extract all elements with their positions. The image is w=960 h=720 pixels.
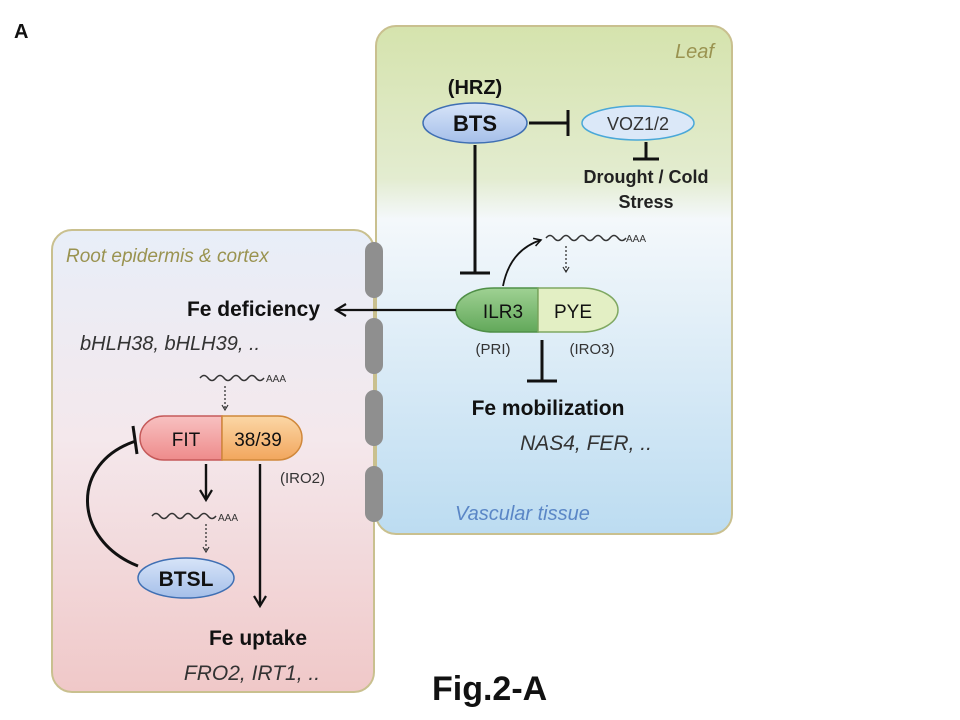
leaf-mrna-wave [545, 234, 627, 242]
btsl-inhibits-fit-loop [86, 439, 139, 568]
stress-label-line2: Stress [618, 192, 673, 212]
figure-caption: Fig.2-A [432, 670, 548, 708]
fit-node [139, 415, 223, 461]
fit-label: FIT [172, 430, 201, 451]
leaf-title: Leaf [675, 41, 716, 63]
root-panel [51, 229, 375, 693]
voz-node [581, 105, 695, 141]
root-mrna-tail-1: AAA [266, 374, 286, 385]
pye-node [537, 287, 619, 333]
root-title: Root epidermis & cortex [66, 246, 270, 267]
bhlh3839-node [221, 415, 303, 461]
voz-label: VOZ1/2 [607, 114, 669, 134]
btsl-inhibits-fit-bar [131, 425, 139, 455]
fe-uptake-label: Fe uptake [209, 627, 307, 650]
panel-label: A [14, 21, 28, 43]
root-mrna-tail-2: AAA [218, 513, 238, 524]
connector-pill [365, 242, 383, 298]
fe-deficiency-label: Fe deficiency [187, 298, 320, 321]
ilr3-node [455, 287, 539, 333]
vascular-tissue-label: Vascular tissue [455, 503, 590, 525]
iro2-label: (IRO2) [280, 470, 325, 487]
connector-pill [365, 390, 383, 446]
uptake-genes: FRO2, IRT1, .. [184, 662, 320, 685]
iro3-label: (IRO3) [570, 341, 615, 358]
fe-mobilization-label: Fe mobilization [472, 397, 625, 420]
connector-pill [365, 318, 383, 374]
stress-label-line1: Drought / Cold [584, 167, 709, 187]
pri-label: (PRI) [476, 341, 511, 358]
hrz-label: (HRZ) [448, 77, 502, 99]
root-mrna-wave-1 [199, 374, 265, 382]
btsl-label: BTSL [159, 568, 214, 591]
leaf-mrna-tail: AAA [626, 234, 646, 245]
pye-label: PYE [554, 302, 592, 323]
bhlh3839-label: 38/39 [234, 430, 282, 451]
root-mrna-wave-2 [151, 512, 217, 520]
btsl-node [137, 557, 235, 599]
deficiency-genes: bHLH38, bHLH39, .. [80, 333, 260, 355]
ilr3-transcription-arrow [502, 237, 543, 287]
bts-label: BTS [453, 111, 497, 136]
bts-node [422, 102, 528, 144]
mobilization-genes: NAS4, FER, .. [520, 432, 652, 455]
leaf-panel [375, 25, 733, 535]
connector-pill [365, 466, 383, 522]
ilr3-label: ILR3 [483, 302, 523, 323]
